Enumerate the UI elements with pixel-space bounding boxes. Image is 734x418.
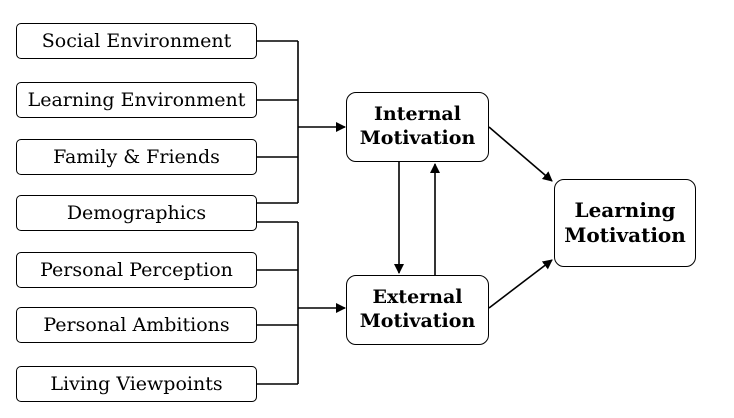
arrow-internal-to-learning	[488, 126, 553, 182]
factor-personal-ambitions: Personal Ambitions	[16, 307, 257, 343]
external-line2: Motivation	[359, 310, 476, 332]
external-line1: External	[372, 286, 463, 309]
factor-label: Learning Environment	[27, 89, 246, 111]
factor-label: Demographics	[66, 202, 207, 224]
factor-label: Family & Friends	[53, 146, 220, 168]
factor-label: Living Viewpoints	[50, 373, 223, 395]
learning-line2: Motivation	[564, 223, 686, 247]
learning-line1: Learning	[574, 198, 676, 222]
factor-learning-environment: Learning Environment	[16, 82, 257, 118]
factor-demographics: Demographics	[16, 195, 257, 231]
factor-personal-perception: Personal Perception	[16, 252, 257, 288]
external-motivation-box: External Motivation	[346, 275, 489, 345]
factor-label: Social Environment	[41, 30, 232, 52]
factor-living-viewpoints: Living Viewpoints	[16, 366, 257, 402]
internal-line1: Internal	[374, 103, 461, 126]
factor-label: Personal Perception	[40, 259, 233, 281]
internal-line2: Motivation	[359, 127, 476, 149]
factor-social-environment: Social Environment	[16, 23, 257, 59]
learning-motivation-box: Learning Motivation	[554, 179, 696, 267]
factor-label: Personal Ambitions	[43, 314, 230, 336]
factor-family-friends: Family & Friends	[16, 139, 257, 175]
arrow-external-to-learning	[488, 259, 553, 309]
internal-motivation-box: Internal Motivation	[346, 92, 489, 162]
